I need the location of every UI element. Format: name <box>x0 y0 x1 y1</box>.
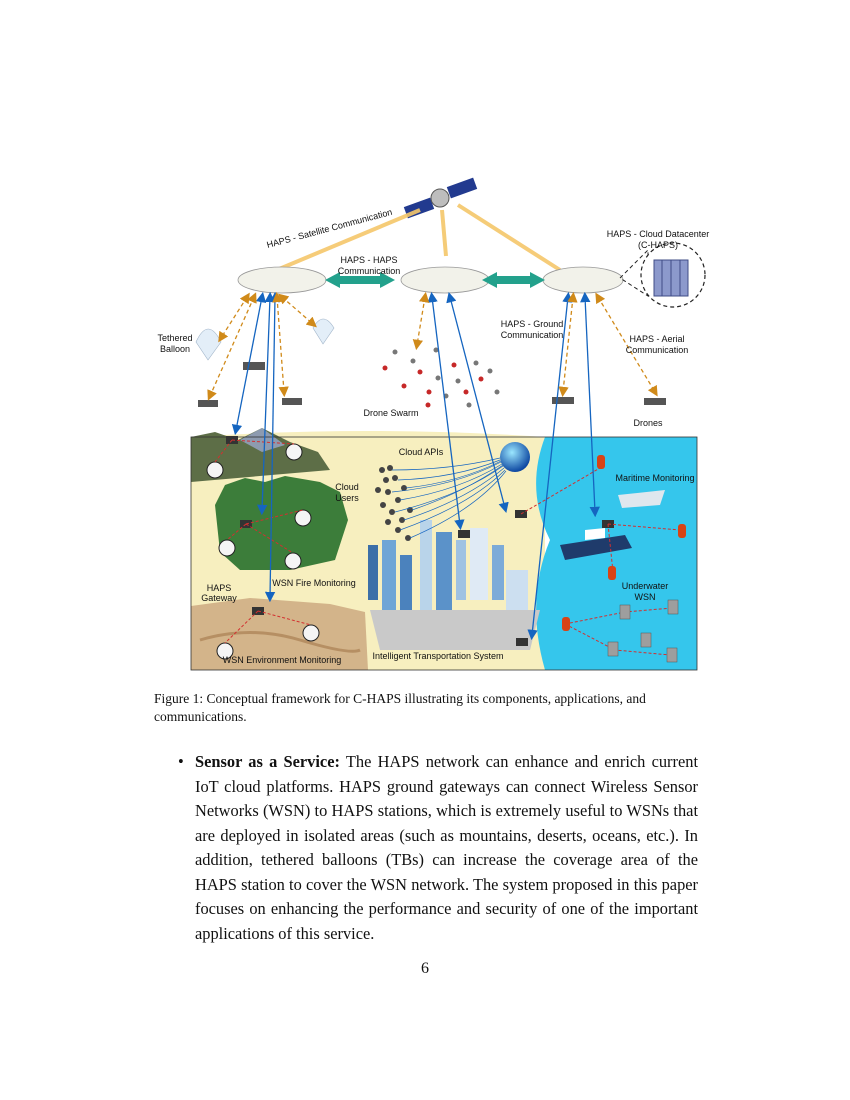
label-drone-swarm: Drone Swarm <box>363 408 418 418</box>
label-env: WSN Environment Monitoring <box>223 655 342 665</box>
label-haps-haps-2: Communication <box>338 266 401 276</box>
label-aerial-comm-2: Communication <box>626 345 689 355</box>
figure: HAPS - Satellite Communication HAPS - HA… <box>150 170 710 680</box>
haps-airships <box>237 266 624 294</box>
label-cloud-dc-1: HAPS - Cloud Datacenter <box>607 229 710 239</box>
label-cloud-apis: Cloud APIs <box>399 447 444 457</box>
label-gateway-2: Gateway <box>201 593 237 603</box>
label-gateway-1: HAPS <box>207 583 232 593</box>
label-ground-comm-2: Communication <box>501 330 564 340</box>
label-cloud-users-2: Users <box>335 493 359 503</box>
ground-panel <box>191 428 697 670</box>
satellite <box>403 177 478 219</box>
figure-caption: Figure 1: Conceptual framework for C-HAP… <box>154 691 646 724</box>
label-tethered-2: Balloon <box>160 344 190 354</box>
label-underwater-1: Underwater <box>622 581 669 591</box>
bullet-body: The HAPS network can enhance and enrich … <box>195 752 699 943</box>
page-number: 6 <box>421 960 429 977</box>
label-haps-haps-1: HAPS - HAPS <box>340 255 397 265</box>
label-ground-comm-1: HAPS - Ground <box>501 319 564 329</box>
label-cloud-users-1: Cloud <box>335 482 359 492</box>
drones <box>198 362 666 407</box>
label-maritime: Maritime Monitoring <box>615 473 694 483</box>
label-underwater-2: WSN <box>635 592 656 602</box>
label-tethered-1: Tethered <box>157 333 192 343</box>
label-drones: Drones <box>633 418 663 428</box>
label-aerial-comm-1: HAPS - Aerial <box>629 334 684 344</box>
label-fire: WSN Fire Monitoring <box>272 578 356 588</box>
label-its: Intelligent Transportation System <box>372 651 503 661</box>
cloud-datacenter <box>619 242 706 308</box>
bullet-title: Sensor as a Service: <box>195 752 340 771</box>
label-cloud-dc-2: (C-HAPS) <box>638 240 678 250</box>
bullet-dot: • <box>178 752 184 771</box>
bullet-text: Sensor as a Service: The HAPS network ca… <box>195 750 698 946</box>
